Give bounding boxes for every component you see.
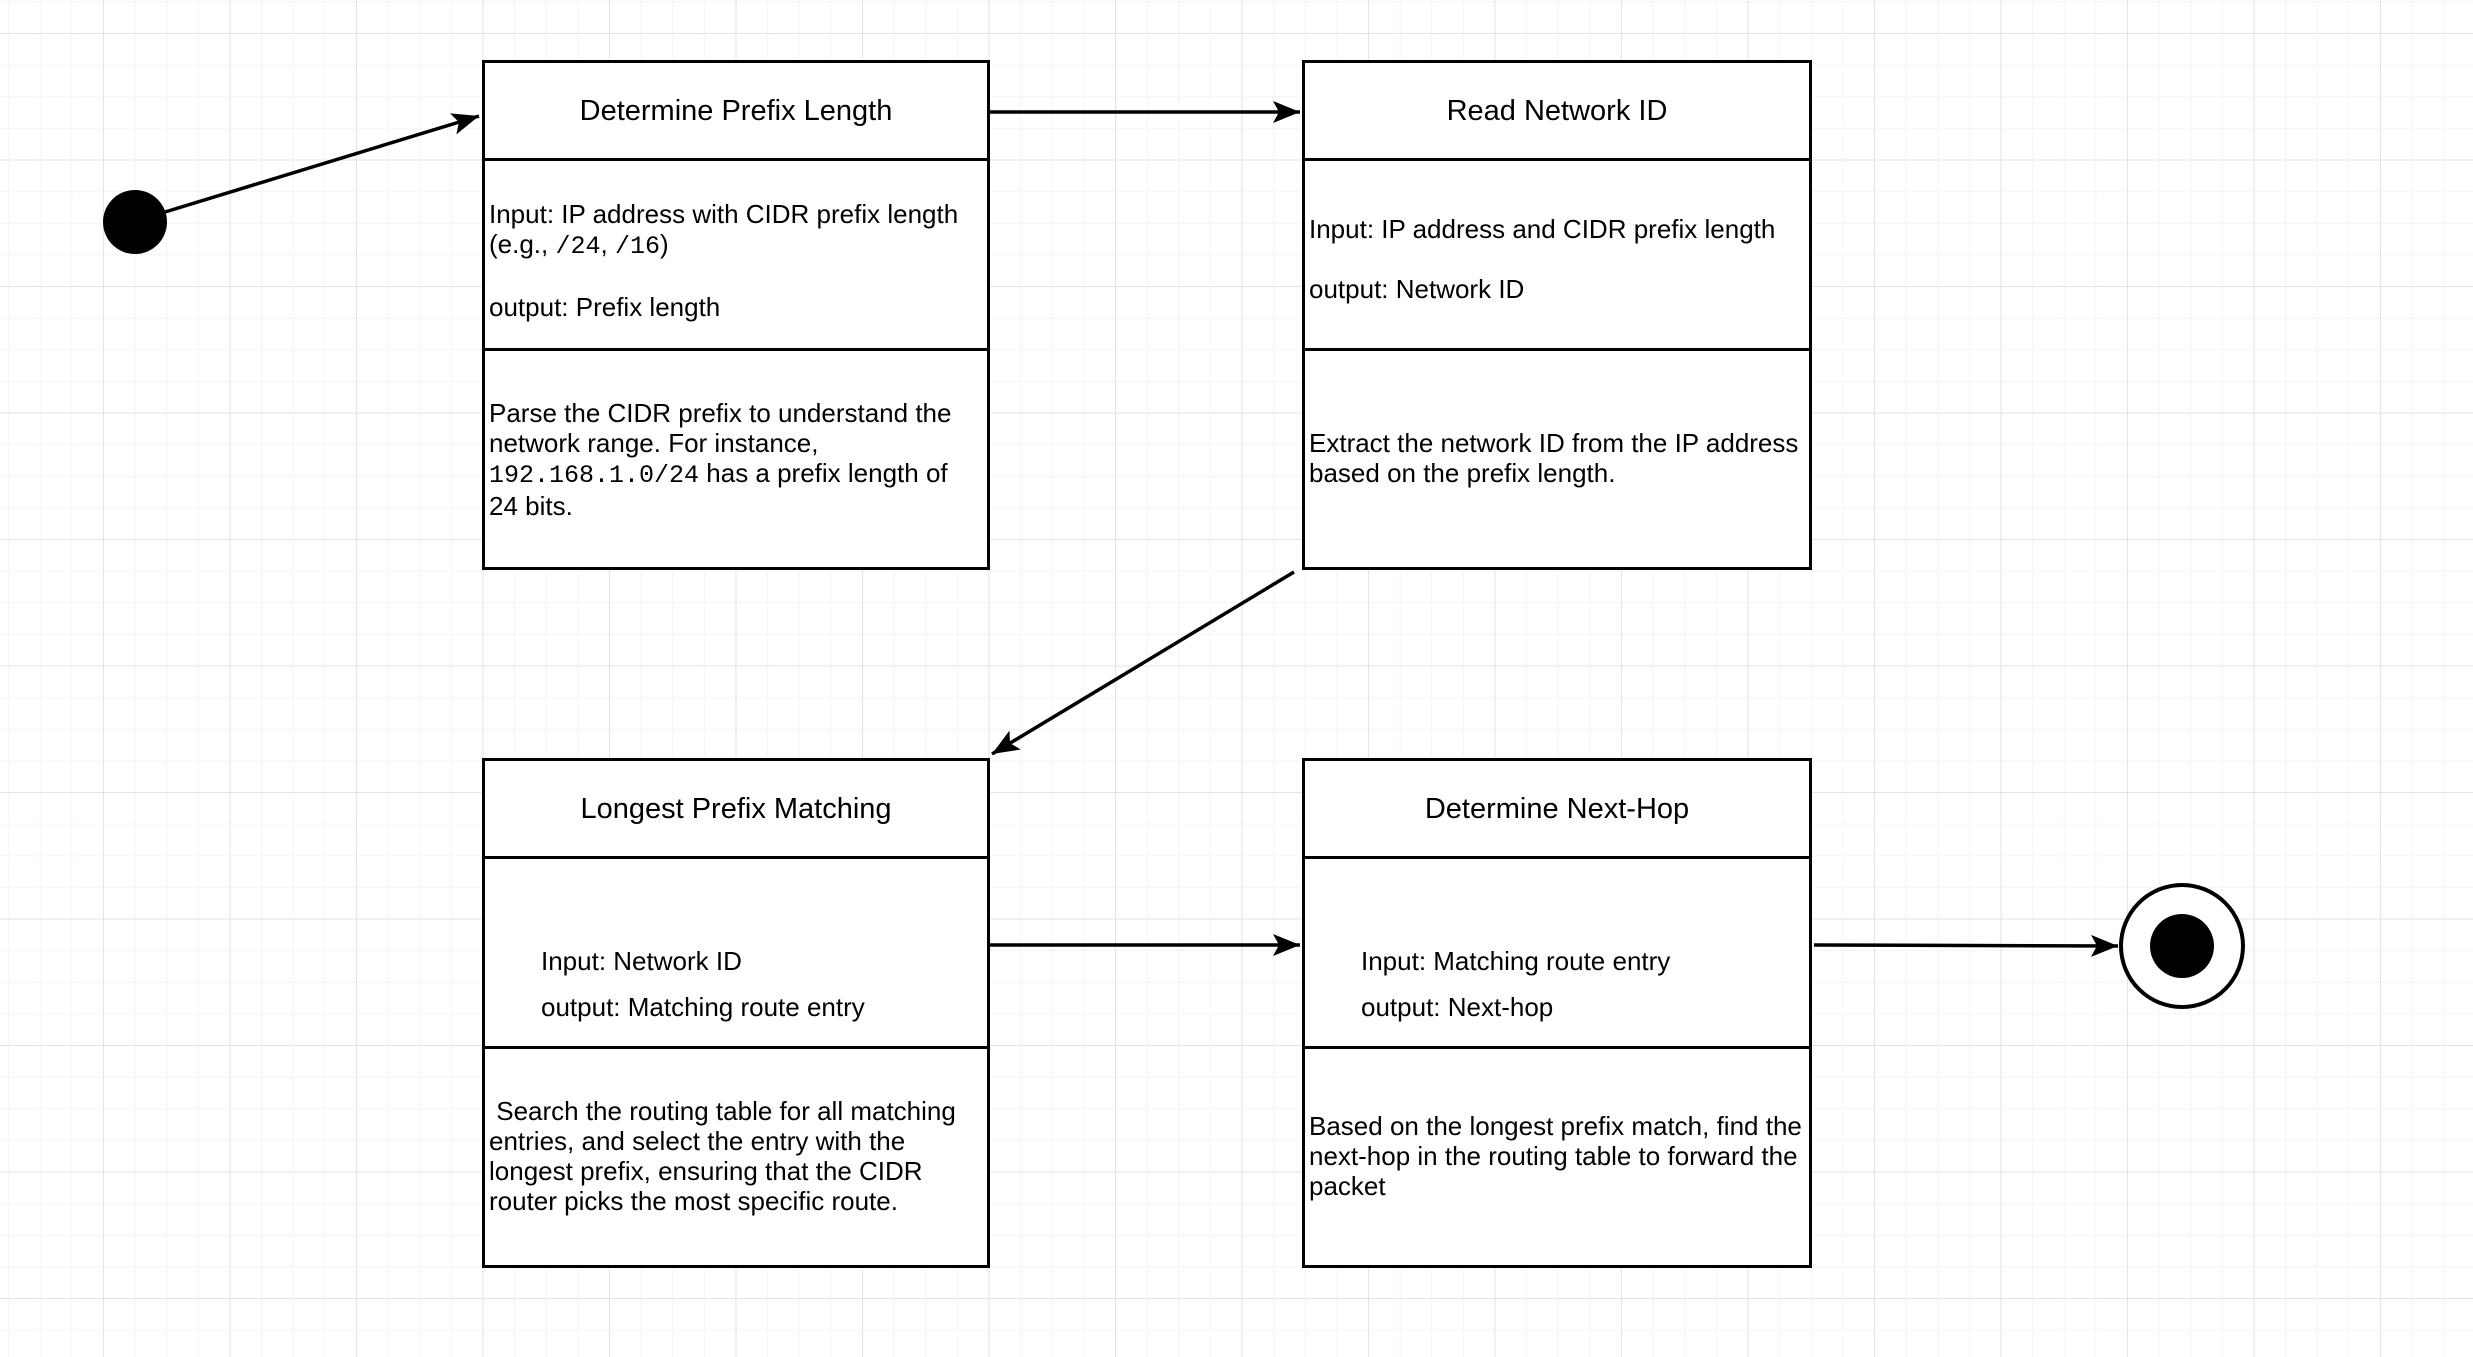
final-node[interactable] — [2119, 883, 2245, 1009]
activity-box-determine-prefix-length[interactable]: Determine Prefix Length Input: IP addres… — [482, 60, 990, 570]
box-title-label: Determine Prefix Length — [579, 94, 893, 127]
box-desc-section: Search the routing table for all matchin… — [485, 1046, 987, 1265]
box-io-section: Input: IP address with CIDR prefix lengt… — [485, 158, 987, 348]
initial-node[interactable] — [103, 190, 167, 254]
edge-read-network-id-to-longest-prefix-matching[interactable] — [991, 570, 1295, 756]
mono-code: /24 — [555, 232, 601, 261]
box-title: Determine Prefix Length — [485, 63, 987, 158]
box-desc-text: Parse the CIDR prefix to understand the … — [489, 397, 959, 521]
edge-start-to-determine-prefix-length[interactable] — [164, 113, 480, 214]
box-desc-section: Based on the longest prefix match, find … — [1305, 1046, 1809, 1265]
box-desc-text: Based on the longest prefix match, find … — [1309, 1110, 1810, 1201]
box-title: Read Network ID — [1305, 63, 1809, 158]
box-io-text: Input: Network ID output: Matching route… — [541, 946, 865, 1022]
box-title-label: Longest Prefix Matching — [580, 792, 892, 825]
activity-box-longest-prefix-matching[interactable]: Longest Prefix Matching Input: Network I… — [482, 758, 990, 1268]
box-title: Longest Prefix Matching — [485, 761, 987, 856]
activity-box-read-network-id[interactable]: Read Network ID Input: IP address and CI… — [1302, 60, 1812, 570]
mono-code: /16 — [614, 232, 660, 261]
box-io-section: Input: Network ID output: Matching route… — [485, 856, 987, 1046]
box-title: Determine Next-Hop — [1305, 761, 1809, 856]
box-io-section: Input: Matching route entry output: Next… — [1305, 856, 1809, 1046]
box-io-text: Input: Matching route entry output: Next… — [1361, 946, 1671, 1022]
box-desc-text: Extract the network ID from the IP addre… — [1309, 427, 1806, 488]
box-title-label: Determine Next-Hop — [1424, 792, 1690, 825]
box-io-section: Input: IP address and CIDR prefix length… — [1305, 158, 1809, 348]
activity-box-determine-next-hop[interactable]: Determine Next-Hop Input: Matching route… — [1302, 758, 1812, 1268]
mono-code: 192.168.1.0/24 — [489, 460, 700, 490]
box-desc-text: Search the routing table for all matchin… — [489, 1095, 964, 1216]
edge-determine-next-hop-to-end[interactable] — [1813, 934, 2119, 957]
box-io-text: Input: IP address with CIDR prefix lengt… — [489, 199, 966, 322]
box-desc-section: Parse the CIDR prefix to understand the … — [485, 348, 987, 567]
box-io-text: Input: IP address and CIDR prefix length… — [1309, 214, 1776, 304]
box-desc-section: Extract the network ID from the IP addre… — [1305, 348, 1809, 567]
box-title-label: Read Network ID — [1446, 94, 1668, 127]
